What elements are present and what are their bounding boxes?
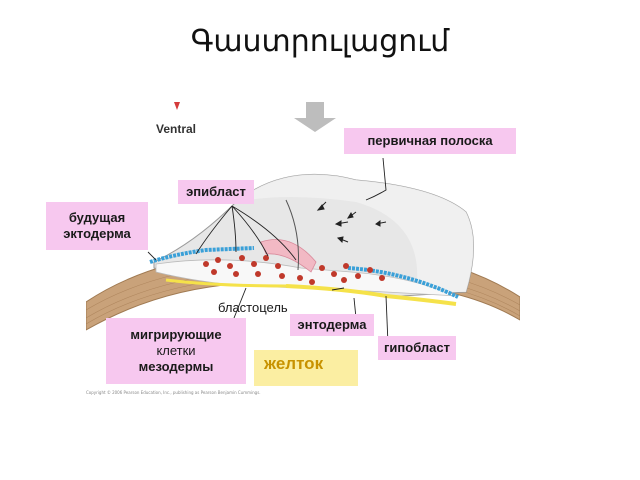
future-ectoderm-layer xyxy=(149,246,255,264)
gastrulation-diagram xyxy=(86,102,520,345)
label-future-ectoderm: будущая эктодерма xyxy=(46,202,148,250)
ventral-label: Ventral xyxy=(156,122,197,136)
ventral-marker-icon xyxy=(174,102,180,110)
label-primitive-streak: первичная полоска xyxy=(344,128,516,154)
label-migrating-cells: мигрирующие клетки мезодермы xyxy=(106,318,246,384)
label-hypoblast-text: гипобласт xyxy=(384,339,450,355)
down-arrow-icon xyxy=(294,102,336,132)
primitive-groove xyxy=(285,199,299,271)
copyright-note: Copyright © 2006 Pearson Education, Inc.… xyxy=(86,390,261,395)
gastrulation-figure: Ventral первичная полоска эпибласт будущ… xyxy=(46,92,520,398)
cell-movement-arrows xyxy=(316,201,387,244)
label-endoderm-text: энтодерма xyxy=(297,316,367,332)
future-ectoderm-layer-right xyxy=(347,266,459,299)
slide-title: Գաստրուլացում xyxy=(190,24,450,59)
epiblast-dome-shade xyxy=(236,174,474,292)
label-primitive-streak-text: первичная полоска xyxy=(367,132,493,148)
label-epiblast-text: эпибласт xyxy=(186,183,246,199)
label-migrating-cells-line-3: мезодермы xyxy=(138,359,214,375)
label-endoderm: энтодерма xyxy=(290,314,374,336)
callout-lines xyxy=(147,157,389,345)
label-migrating-cells-line-2: клетки xyxy=(156,342,196,358)
label-future-ectoderm-line-1: будущая xyxy=(68,209,126,225)
label-yolk: желток xyxy=(254,350,358,386)
label-blastocoel: бластоцель xyxy=(218,300,288,315)
primitive-streak xyxy=(260,239,317,273)
hypoblast-layer xyxy=(165,278,287,288)
mesoderm-cells xyxy=(203,255,385,285)
label-epiblast: эпибласт xyxy=(178,180,254,204)
label-hypoblast: гипобласт xyxy=(378,336,456,360)
endoderm-layer xyxy=(285,284,457,306)
label-migrating-cells-line-1: мигрирующие xyxy=(130,326,222,342)
label-future-ectoderm-line-2: эктодерма xyxy=(63,226,131,241)
